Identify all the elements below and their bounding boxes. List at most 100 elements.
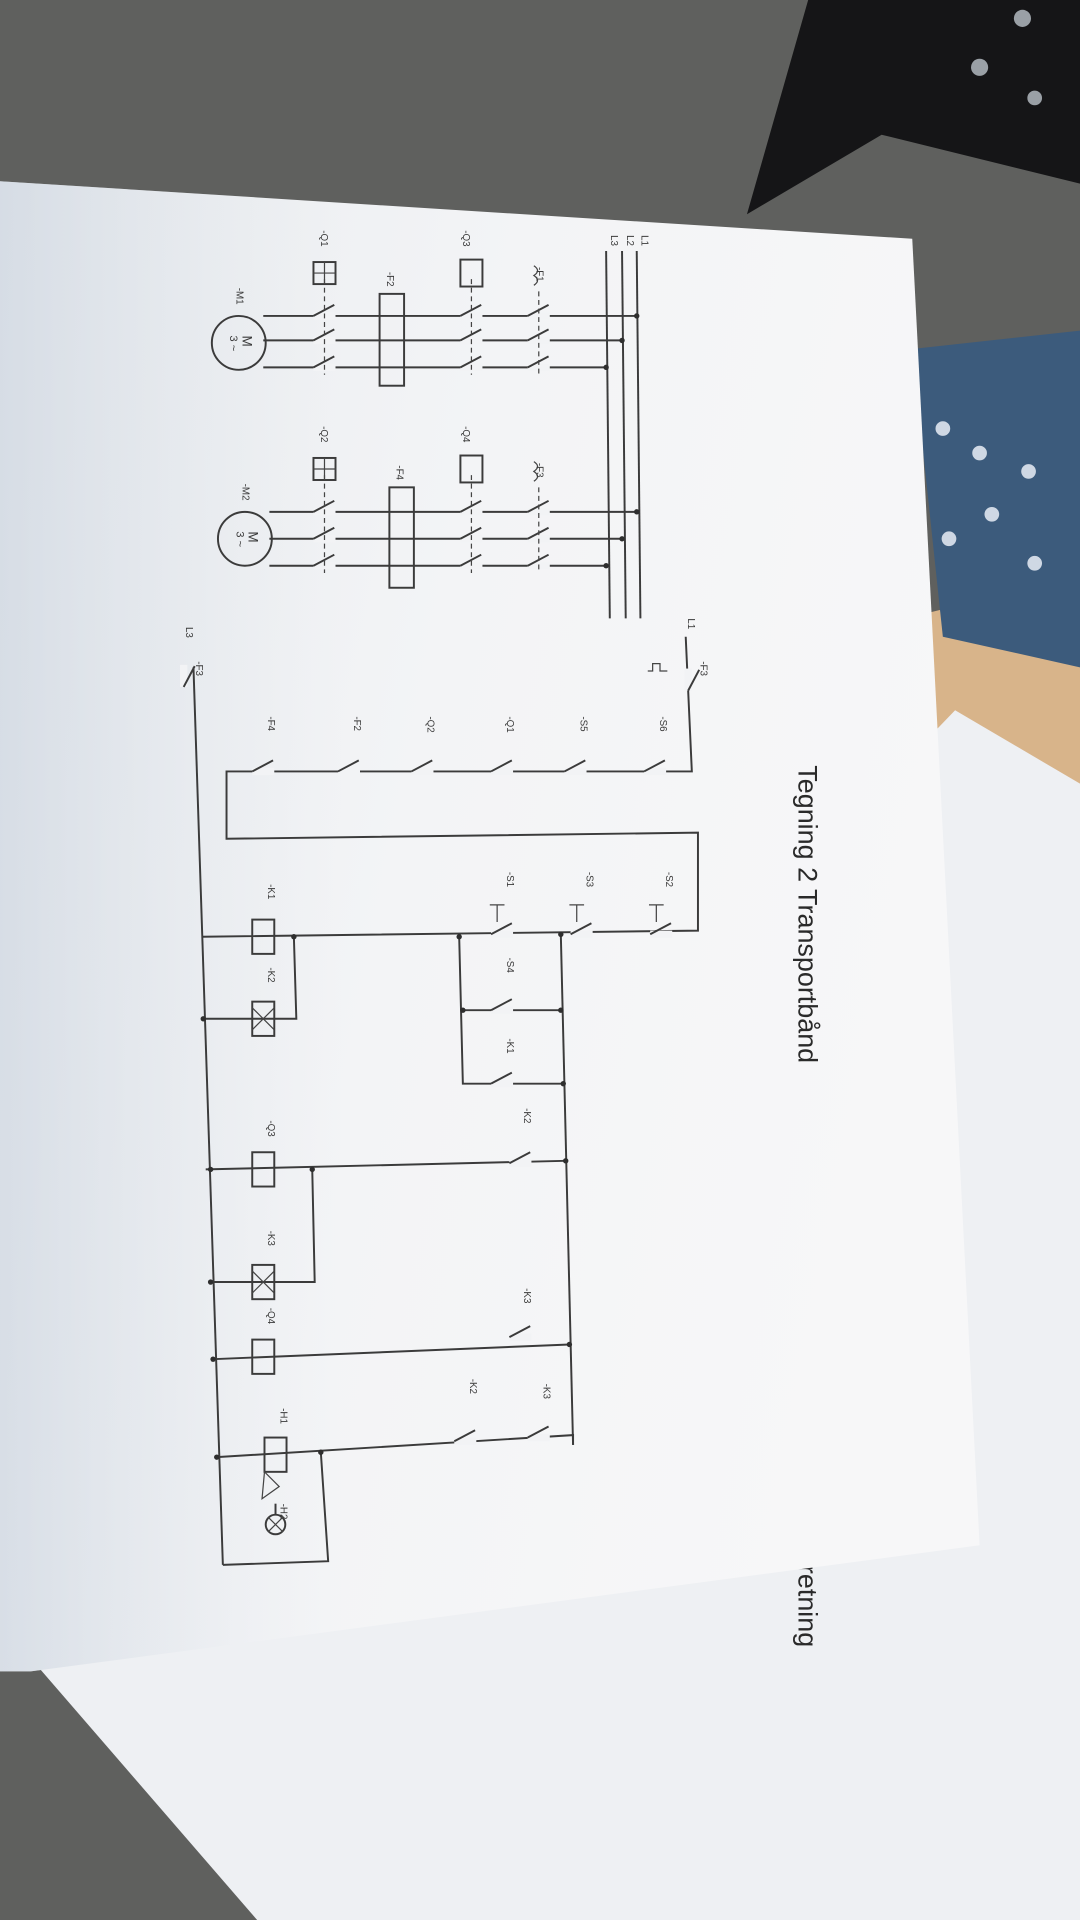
junction-dot (200, 1016, 206, 1022)
junction-dot (309, 1166, 315, 1173)
control-wire (202, 936, 298, 1020)
series-contact (643, 759, 666, 773)
motor-icon (216, 510, 273, 567)
contact-gap (527, 312, 550, 320)
junction-dot (207, 1166, 214, 1173)
junction-dot (558, 931, 564, 937)
page-title: Tegning 2 Transportbånd (792, 765, 822, 1063)
series-contact-label: -S5 (577, 716, 588, 732)
contact-label: -K3 (521, 1288, 532, 1304)
fuse-label: -F3 (193, 661, 204, 676)
horn-h1 (263, 1436, 288, 1473)
thermal-trip-icon (647, 663, 668, 672)
contactor-contact (459, 355, 482, 369)
motor-label: -M2 (239, 484, 250, 501)
lamp-cross (267, 1516, 284, 1533)
junction-dot (456, 934, 462, 940)
contactor-contact (313, 355, 335, 369)
supply-bus (605, 251, 611, 619)
overload-relay (378, 292, 406, 387)
coil-k1 (251, 918, 276, 955)
coil-q3 (251, 1151, 276, 1188)
control-wire (559, 934, 575, 1445)
series-contact-label: -Q2 (424, 716, 435, 732)
horn-icon (261, 1470, 281, 1501)
contact-gap (644, 767, 667, 776)
timer-contact (508, 1325, 531, 1339)
contact-gap (527, 336, 550, 345)
series-contact (337, 759, 360, 773)
supply-bus (621, 251, 627, 619)
contact-gap (570, 930, 593, 938)
pushbutton-icon (489, 904, 505, 923)
fuse-contact (687, 669, 701, 692)
contactor-contact (313, 553, 335, 567)
contact-label: -K1 (504, 1038, 515, 1053)
contactor-contact (459, 499, 482, 513)
breaker-label: -F3 (533, 463, 544, 478)
control-wire (205, 1159, 566, 1171)
contactor-label: -Q3 (460, 230, 471, 247)
contactor-label: -Q1 (318, 230, 329, 246)
coil-label: -K1 (265, 884, 276, 899)
junction-dot (291, 934, 297, 940)
contact-gap (454, 1437, 477, 1445)
contact-label: -K2 (521, 1108, 532, 1123)
contact-gap (491, 930, 514, 938)
fuse-contact (182, 665, 196, 688)
coil-label: -Q4 (265, 1308, 276, 1325)
contact-gap (527, 508, 550, 516)
contact-gap (509, 1333, 532, 1341)
pushbutton-icon (648, 904, 664, 923)
junction-dot (603, 563, 609, 569)
contact-gap (509, 1159, 532, 1167)
overload-relay (388, 486, 415, 589)
overload-label: -F2 (384, 272, 395, 287)
series-contact (410, 759, 433, 773)
coil-label: -H1 (277, 1408, 288, 1424)
control-wire (216, 1434, 575, 1459)
coil-q4 (251, 1338, 276, 1375)
contactor-contact (459, 553, 482, 567)
motor-icon (210, 314, 267, 371)
contact-gap (527, 363, 550, 372)
contactor-contact (459, 526, 482, 540)
motor-symbol: M (239, 336, 254, 347)
blue-chair (912, 330, 1080, 668)
pushbutton-label: -S4 (504, 958, 515, 974)
junction-dot (318, 1449, 324, 1455)
motor-label: -M1 (233, 288, 244, 305)
pushbutton-label: -S1 (504, 872, 515, 887)
bus-label: L3 (608, 235, 619, 246)
junction-dot (210, 1356, 216, 1362)
contact-gap (684, 668, 692, 691)
bus-label: L2 (624, 235, 635, 246)
coil-k3 (251, 1263, 276, 1301)
paper-shadow (0, 181, 980, 1672)
motor-phase: 3 ~ (233, 531, 245, 547)
motor-phase: 3 ~ (227, 336, 239, 352)
timer-contact (508, 1151, 531, 1165)
control-wire (202, 636, 699, 938)
pushbutton-label: -S3 (584, 872, 595, 888)
junction-dot (207, 1279, 214, 1285)
junction-dot (560, 1080, 566, 1087)
hold-contact (490, 998, 513, 1012)
junction-dot (558, 1007, 564, 1013)
pushbutton-icon (569, 904, 585, 923)
supply-label: L1 (685, 618, 696, 629)
contactor-contact (459, 304, 482, 317)
chair-holes (935, 421, 1043, 571)
junction-dot (619, 337, 625, 344)
second-paper-text: retning (792, 1565, 822, 1647)
motor-symbol: M (246, 531, 261, 542)
start-stop-contact (570, 922, 592, 936)
start-stop-contact (490, 922, 513, 936)
junction-dot (603, 364, 609, 371)
series-contact (490, 759, 513, 773)
coil-label: -H2 (277, 1504, 288, 1520)
coil-label: -Q3 (265, 1120, 276, 1137)
series-contact-label: -S6 (657, 716, 668, 732)
